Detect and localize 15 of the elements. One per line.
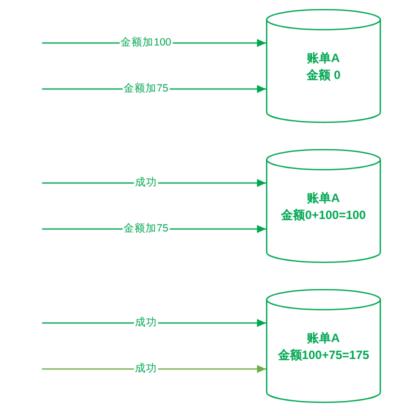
edge-label: 成功 (134, 316, 158, 330)
account-name: 账单A (307, 50, 340, 66)
arrow (42, 365, 266, 373)
arrow (42, 319, 266, 327)
edge-label: 金额加75 (122, 82, 170, 96)
edge-label: 成功 (134, 176, 158, 190)
account-name: 账单A (307, 330, 340, 346)
edge-label: 成功 (134, 362, 158, 376)
account-name: 账单A (307, 190, 340, 206)
amount-text: 金额0+100=100 (281, 207, 366, 223)
edge-label: 金额加75 (122, 222, 170, 236)
amount-text: 金额100+75=175 (278, 347, 370, 363)
edge-label: 金额加100 (120, 36, 172, 50)
amount-text: 金额 0 (306, 67, 340, 83)
arrow (42, 179, 266, 187)
